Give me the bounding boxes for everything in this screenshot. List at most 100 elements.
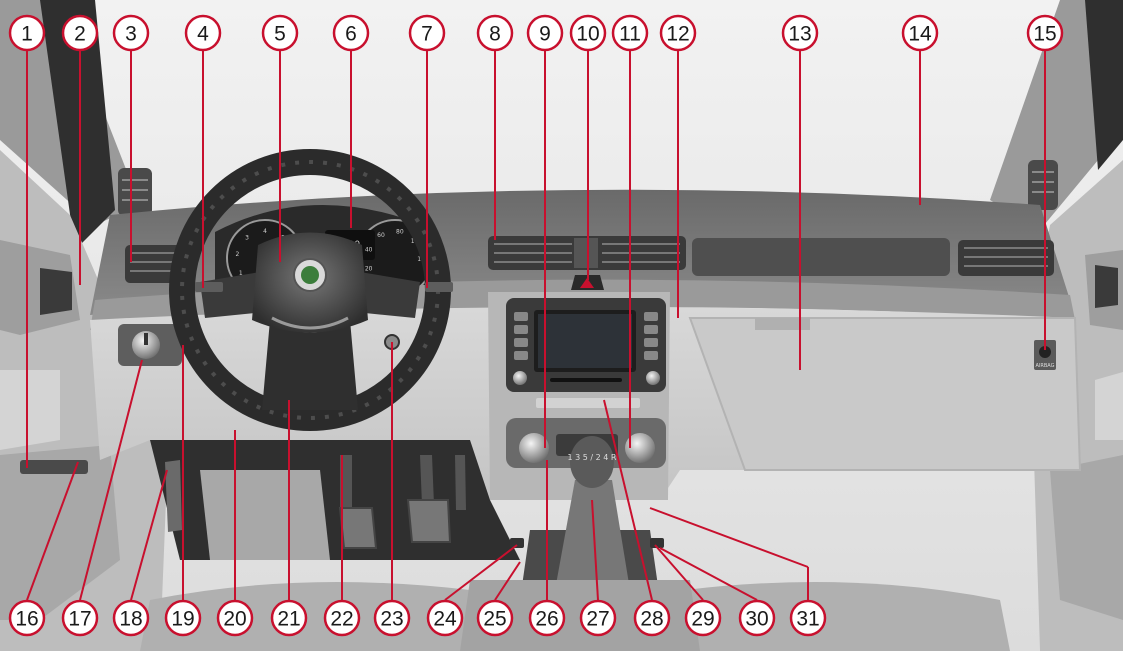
callout-ring: [61, 14, 99, 52]
callout-ring: [569, 14, 607, 52]
callout-number: 4: [197, 23, 209, 46]
light-switch: [118, 324, 182, 366]
callout-ring: [373, 599, 411, 637]
callout-number: 6: [345, 23, 357, 46]
callout-9: 9: [526, 14, 564, 52]
leader-27: [591, 499, 599, 601]
callout-number: 3: [125, 23, 137, 46]
callout-2: 2: [61, 14, 99, 52]
callout-6: 6: [332, 14, 370, 52]
callout-ring: [789, 599, 827, 637]
callout-number: 27: [586, 608, 609, 631]
callout-ring: [184, 14, 222, 52]
callout-ring: [323, 599, 361, 637]
callout-ring: [738, 599, 776, 637]
gear-knob: [570, 436, 614, 488]
leader-18: [130, 469, 168, 601]
passenger-airbag-indicator: [536, 398, 640, 408]
callout-19: 19: [164, 599, 202, 637]
callout-ring: [1026, 14, 1064, 52]
callout-ring: [61, 599, 99, 637]
leader-17: [79, 359, 143, 601]
callout-ring: [426, 599, 464, 637]
callout-11: 11: [611, 14, 649, 52]
callout-29: 29: [684, 599, 722, 637]
callout-ring: [270, 599, 308, 637]
glove-box-handle: [755, 318, 810, 330]
steering-right-spoke: [355, 272, 420, 318]
callout-1: 1: [8, 14, 46, 52]
callout-number: 31: [796, 608, 819, 631]
callout-22: 22: [323, 599, 361, 637]
callout-ring: [8, 14, 46, 52]
callout-ring: [684, 599, 722, 637]
console-switch-left: [510, 538, 524, 548]
callout-number: 30: [745, 608, 768, 631]
leader-30: [659, 547, 758, 601]
tacho-tick-label: 3: [245, 235, 249, 242]
callout-number: 7: [421, 23, 433, 46]
right-pillar-trim: [1085, 0, 1123, 170]
callout-number: 22: [330, 608, 353, 631]
callout-number: 12: [666, 23, 689, 46]
callout-number: 29: [691, 608, 714, 631]
right-air-vent: [958, 240, 1054, 276]
callout-ring: [8, 599, 46, 637]
right-wheel-buttons: [425, 282, 453, 292]
callout-number: 1: [21, 23, 33, 46]
callout-number: 28: [640, 608, 663, 631]
callout-number: 23: [380, 608, 403, 631]
callout-13: 13: [781, 14, 819, 52]
passenger-dash-panel: [692, 238, 950, 276]
callout-24: 24: [426, 599, 464, 637]
callout-31: 31: [789, 599, 827, 637]
callout-3: 3: [112, 14, 150, 52]
left-door-speaker: [0, 370, 60, 450]
callout-number: 11: [619, 23, 641, 46]
callout-number: 15: [1033, 23, 1056, 46]
callout-14: 14: [901, 14, 939, 52]
callout-ring: [216, 599, 254, 637]
right-door-armrest: [1050, 455, 1123, 620]
callout-number: 26: [535, 608, 558, 631]
callout-ring: [112, 599, 150, 637]
callout-10: 10: [569, 14, 607, 52]
callout-ring: [781, 14, 819, 52]
callout-ring: [112, 14, 150, 52]
callout-27: 27: [579, 599, 617, 637]
callout-number: 16: [15, 608, 38, 631]
callout-ring: [611, 14, 649, 52]
callout-7: 7: [408, 14, 446, 52]
infotainment-unit: [506, 298, 666, 392]
callout-number: 17: [68, 608, 91, 631]
callout-ring: [901, 14, 939, 52]
gear-boot: [555, 480, 630, 590]
airbag-switch: AIRBAG: [1034, 340, 1056, 370]
callout-16: 16: [8, 599, 46, 637]
callout-25: 25: [476, 599, 514, 637]
callout-23: 23: [373, 599, 411, 637]
callout-30: 30: [738, 599, 776, 637]
callout-ring: [659, 14, 697, 52]
bonnet-release-lever: [165, 460, 182, 532]
callout-number: 10: [576, 23, 599, 46]
window-switch-panel: [20, 460, 88, 474]
console-switch-right: [650, 538, 664, 548]
callout-ring: [261, 14, 299, 52]
callout-20: 20: [216, 599, 254, 637]
hazard-triangle-icon: [580, 278, 594, 288]
callout-ring: [526, 14, 564, 52]
callout-number: 14: [908, 23, 932, 46]
leader-29: [654, 544, 704, 601]
callout-12: 12: [659, 14, 697, 52]
airbag-switch-label: AIRBAG: [1035, 363, 1054, 369]
callout-28: 28: [633, 599, 671, 637]
callout-5: 5: [261, 14, 299, 52]
tacho-tick-label: 2: [236, 251, 240, 258]
left-door-handle: [40, 268, 72, 315]
steering-lower-spoke: [262, 320, 358, 410]
right-door-speaker: [1095, 372, 1123, 440]
